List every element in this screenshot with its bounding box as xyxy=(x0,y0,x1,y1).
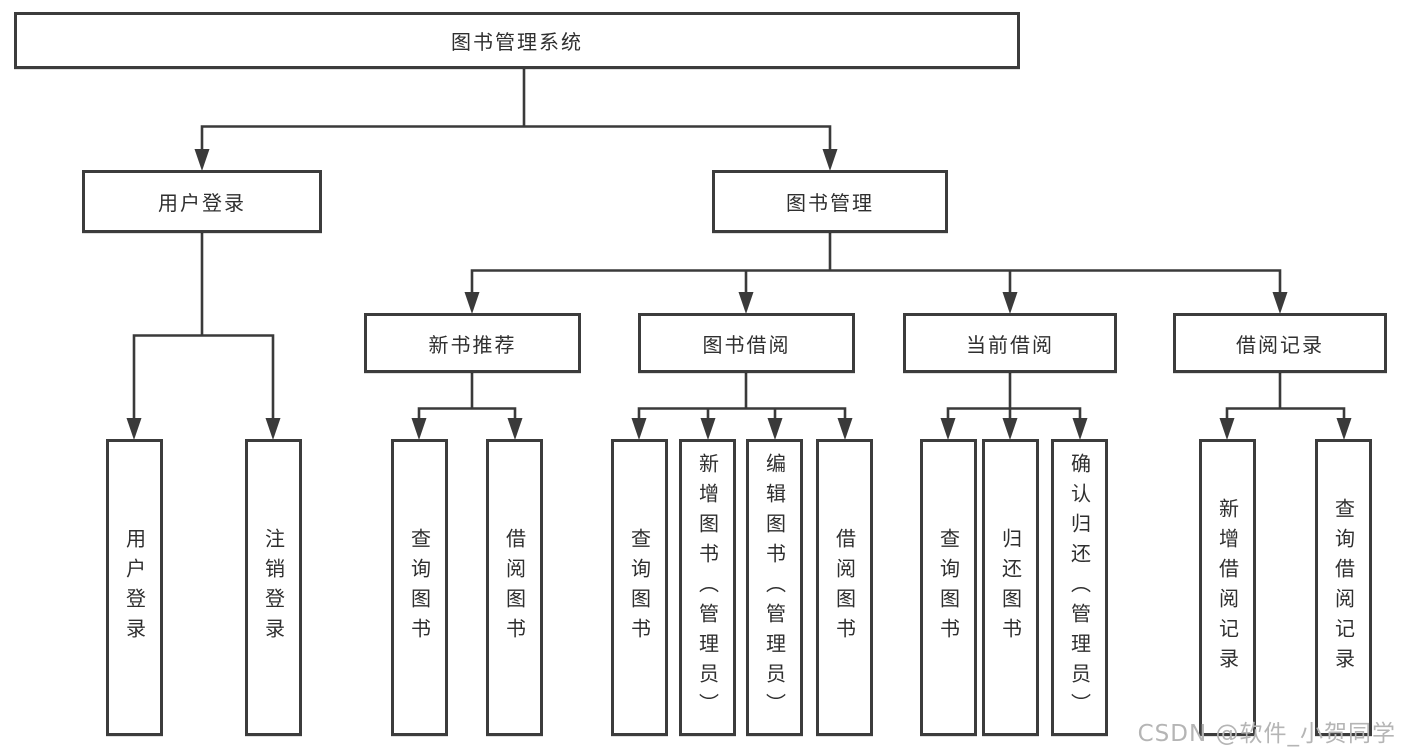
leaf-logout: 注销登录 xyxy=(245,439,302,736)
arrow-down-icon-leaf-borrow1 xyxy=(507,418,523,440)
leaf-borrow-book-recommend: 借阅图书 xyxy=(486,439,543,736)
node-current-borrow: 当前借阅 xyxy=(903,313,1117,373)
arrow-down-icon-leaf-logout xyxy=(265,418,281,440)
arrow-down-icon-leaf-borrow2 xyxy=(837,418,853,440)
arrow-down-icon-leaf-query3 xyxy=(940,418,956,440)
node-book-borrow: 图书借阅 xyxy=(638,313,855,373)
arrow-down-icon-leaf-query1 xyxy=(411,418,427,440)
leaf-edit-book-admin: 编辑图书（管理员） xyxy=(746,439,803,736)
book-borrow-rail-line xyxy=(637,407,847,421)
borrow-record-rail-line xyxy=(1225,407,1346,421)
user-login-rail-line xyxy=(132,334,275,421)
node-root-system: 图书管理系统 xyxy=(14,12,1020,69)
node-new-book-recommend: 新书推荐 xyxy=(364,313,581,373)
new-book-rail-line xyxy=(417,407,517,421)
arrow-down-icon-leaf-query2 xyxy=(631,418,647,440)
leaf-query-borrow-record: 查询借阅记录 xyxy=(1315,439,1372,736)
leaf-query-book-current: 查询图书 xyxy=(920,439,977,736)
arrow-down-icon-leaf-confirm xyxy=(1072,418,1088,440)
arrow-down-icon-leaf-add-record xyxy=(1219,418,1235,440)
arrow-down-icon-current-borrow xyxy=(1002,292,1018,314)
leaf-user-login: 用户登录 xyxy=(106,439,163,736)
arrow-down-icon-leaf-login xyxy=(126,418,142,440)
arrow-down-icon-leaf-edit-book xyxy=(767,418,783,440)
current-borrow-rail-line xyxy=(946,407,1082,421)
arrow-down-icon-leaf-add-book xyxy=(700,418,716,440)
leaf-query-book-recommend: 查询图书 xyxy=(391,439,448,736)
arrow-down-icon-new-book xyxy=(464,292,480,314)
csdn-watermark: CSDN @软件_小贺同学 xyxy=(1137,721,1396,747)
arrow-down-icon-book-borrow xyxy=(738,292,754,314)
arrow-down-icon-user-login xyxy=(194,149,210,171)
arrow-down-icon-leaf-query-record xyxy=(1336,418,1352,440)
node-borrow-record: 借阅记录 xyxy=(1173,313,1387,373)
leaf-query-book-borrow: 查询图书 xyxy=(611,439,668,736)
leaf-return-book: 归还图书 xyxy=(982,439,1039,736)
arrow-down-icon-book-mgmt xyxy=(822,149,838,171)
leaf-add-book-admin: 新增图书（管理员） xyxy=(679,439,736,736)
leaf-borrow-book: 借阅图书 xyxy=(816,439,873,736)
level3-rail-line xyxy=(470,269,1282,296)
level2-rail-line xyxy=(200,125,832,152)
arrow-down-icon-leaf-return xyxy=(1002,418,1018,440)
node-user-login: 用户登录 xyxy=(82,170,322,233)
arrow-down-icon-borrow-record xyxy=(1272,292,1288,314)
node-book-management: 图书管理 xyxy=(712,170,948,233)
leaf-add-borrow-record: 新增借阅记录 xyxy=(1199,439,1256,736)
leaf-confirm-return-admin: 确认归还（管理员） xyxy=(1051,439,1108,736)
